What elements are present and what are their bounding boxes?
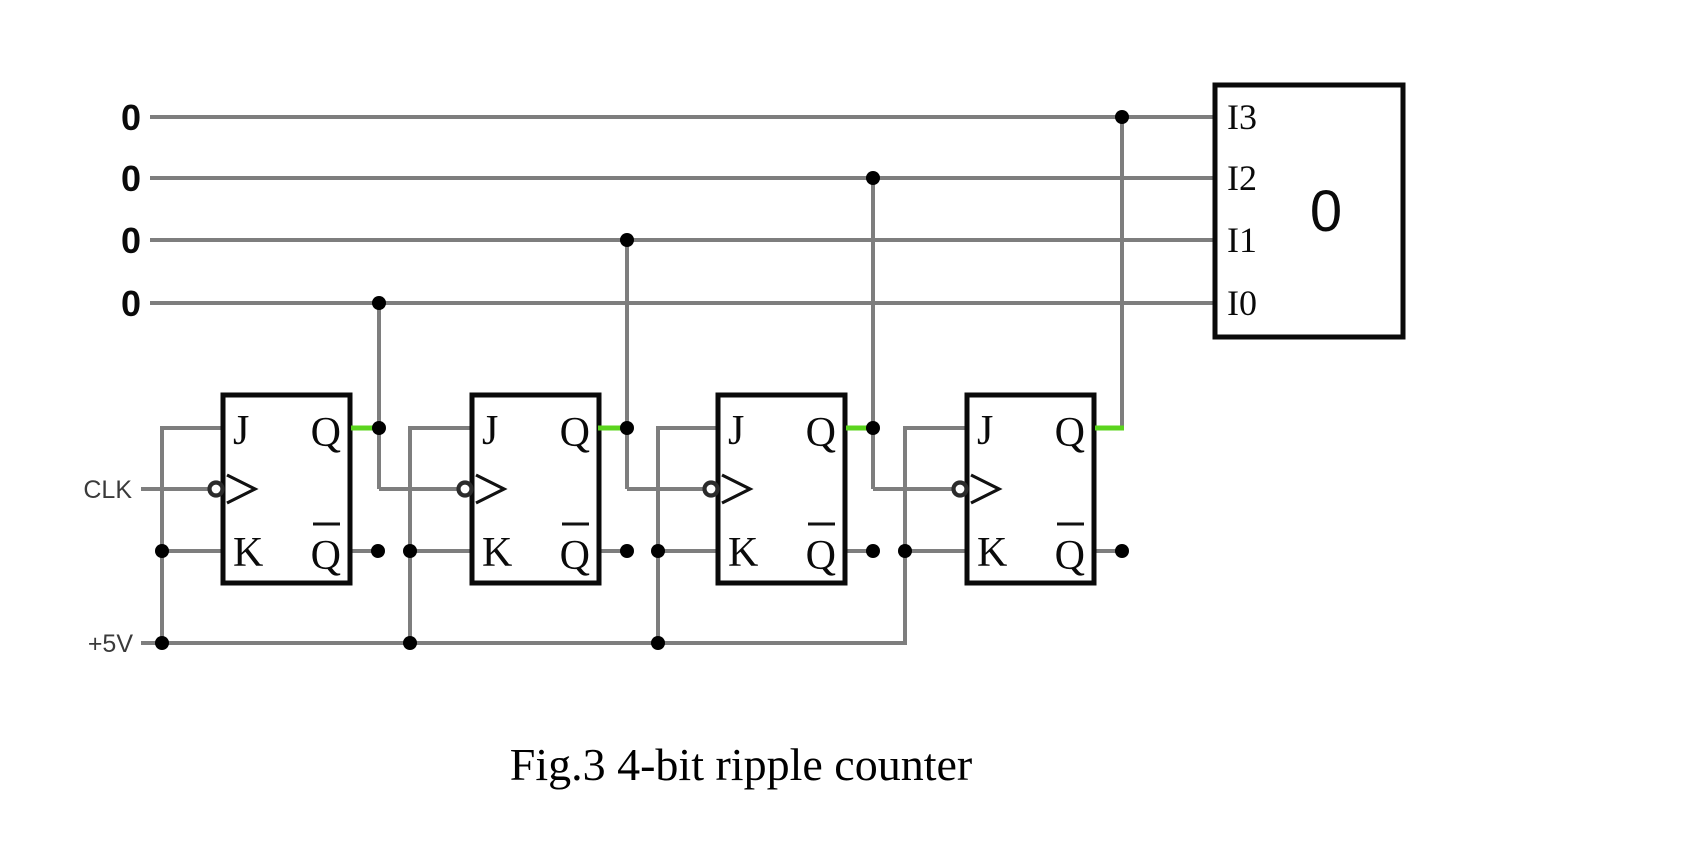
ff1-box bbox=[220, 392, 353, 586]
junction-dot bbox=[372, 296, 386, 310]
ff2-k-label: K bbox=[482, 530, 512, 576]
display-pin-i1: I1 bbox=[1227, 220, 1257, 260]
junction-dot bbox=[898, 544, 912, 558]
ff4-qbar-label: Q bbox=[1055, 533, 1085, 579]
input-bit-label-0: 0 bbox=[121, 283, 141, 324]
input-bit-label-1: 0 bbox=[121, 220, 141, 261]
display-value: 0 bbox=[1310, 179, 1342, 244]
ff3-qbar-label: Q bbox=[806, 533, 836, 579]
clock-bubble-icon bbox=[702, 480, 720, 498]
ff2-q-label: Q bbox=[560, 410, 590, 456]
display-pin-i0: I0 bbox=[1227, 283, 1257, 323]
junction-dot bbox=[403, 544, 417, 558]
ff1-pin-labels: J Q K Q bbox=[233, 408, 341, 579]
clock-symbols bbox=[207, 473, 1003, 505]
input-bit-label-3: 0 bbox=[121, 97, 141, 138]
display-pin-i2: I2 bbox=[1227, 158, 1257, 198]
clock-bubble-icon bbox=[207, 480, 225, 498]
ff1-q-label: Q bbox=[311, 410, 341, 456]
ff1-k-label: K bbox=[233, 530, 263, 576]
net-labels: 0 0 0 0 CLK +5V bbox=[83, 97, 141, 658]
display-block: I3 I2 I1 I0 0 bbox=[1212, 82, 1406, 340]
ff1-qbar-label: Q bbox=[311, 533, 341, 579]
ff4-pin-labels: J Q K Q bbox=[977, 408, 1085, 579]
junction-dot bbox=[866, 171, 880, 185]
junction-dot bbox=[1115, 544, 1129, 558]
q-output-routing bbox=[377, 117, 1124, 491]
jk-input-wires bbox=[160, 426, 969, 553]
display-input-lines bbox=[150, 115, 1215, 305]
clk-label: CLK bbox=[83, 476, 132, 504]
junction-dot bbox=[651, 544, 665, 558]
ff4-j-label: J bbox=[977, 408, 993, 454]
ff4-k-label: K bbox=[977, 530, 1007, 576]
junction-dot bbox=[620, 544, 634, 558]
figure-caption: Fig.3 4-bit ripple counter bbox=[510, 739, 972, 790]
junction-dot bbox=[866, 421, 880, 435]
flip-flops bbox=[220, 392, 1097, 586]
power-label: +5V bbox=[88, 630, 134, 658]
ff3-pin-labels: J Q K Q bbox=[728, 408, 836, 579]
ff2-pin-labels: J Q K Q bbox=[482, 408, 590, 579]
junction-dots bbox=[155, 110, 1129, 650]
clock-triangle-icon bbox=[475, 473, 508, 505]
junction-dot bbox=[372, 421, 386, 435]
ff3-q-label: Q bbox=[806, 410, 836, 456]
ff2-j-label: J bbox=[482, 408, 498, 454]
junction-dot bbox=[620, 233, 634, 247]
junction-dot bbox=[371, 544, 385, 558]
clock-triangle-icon bbox=[721, 473, 754, 505]
ff3-k-label: K bbox=[728, 530, 758, 576]
ff3-j-label: J bbox=[728, 408, 744, 454]
junction-dot bbox=[155, 636, 169, 650]
display-box bbox=[1212, 82, 1406, 340]
junction-dot bbox=[651, 636, 665, 650]
clock-bubble-icon bbox=[456, 480, 474, 498]
junction-dot bbox=[866, 544, 880, 558]
ff2-qbar-label: Q bbox=[560, 533, 590, 579]
display-pin-i3: I3 bbox=[1227, 97, 1257, 137]
input-bit-label-2: 0 bbox=[121, 158, 141, 199]
bias-verticals bbox=[160, 426, 907, 645]
clock-triangle-icon bbox=[970, 473, 1003, 505]
junction-dot bbox=[155, 544, 169, 558]
junction-dot bbox=[403, 636, 417, 650]
ff1-j-label: J bbox=[233, 408, 249, 454]
clock-bubble-icon bbox=[951, 480, 969, 498]
clock-triangle-icon bbox=[226, 473, 259, 505]
junction-dot bbox=[1115, 110, 1129, 124]
junction-dot bbox=[620, 421, 634, 435]
ff4-q-label: Q bbox=[1055, 410, 1085, 456]
